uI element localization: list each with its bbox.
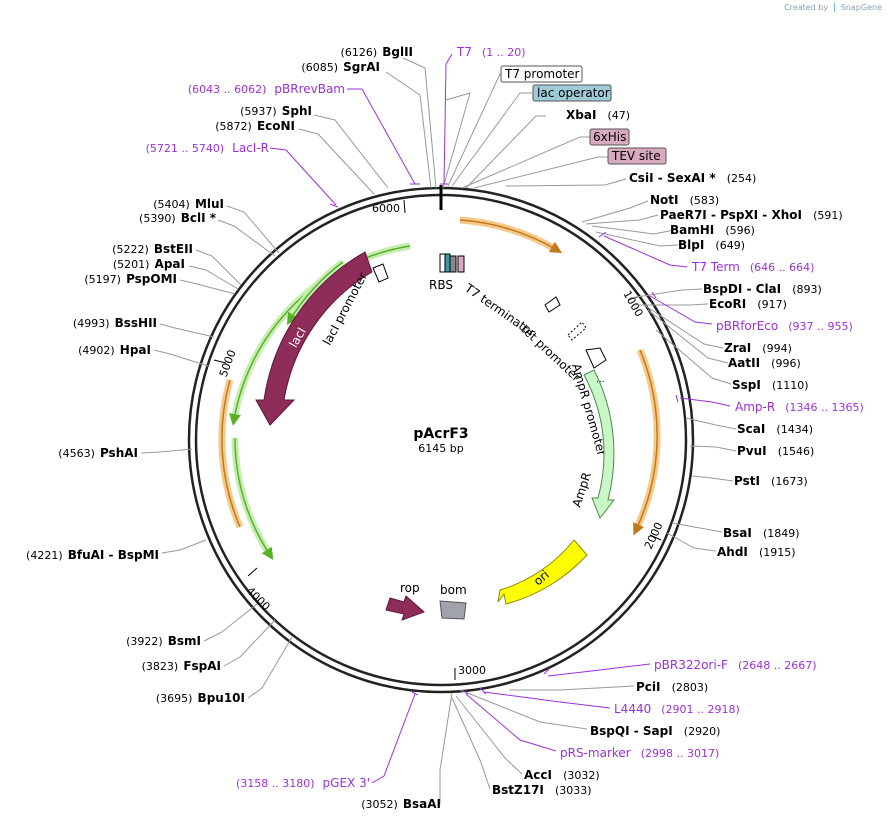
laci-feature xyxy=(255,251,373,426)
ampr-feature xyxy=(583,369,616,519)
ampr-label: AmpR xyxy=(570,470,594,508)
primer-l4440: L4440(2901 .. 2918) xyxy=(614,702,740,716)
enzyme-psti: PstI (1673) xyxy=(734,470,808,489)
his-tag-feature xyxy=(449,255,457,273)
bom-feature xyxy=(439,600,467,620)
primer-lines xyxy=(269,53,731,784)
svg-text:TEV site: TEV site xyxy=(611,149,661,163)
enzyme-pcii: PciI (2803) xyxy=(636,676,708,695)
brand-logo-text: SnapGene xyxy=(840,3,882,12)
rop-feature xyxy=(385,595,425,621)
svg-text:lac operator: lac operator xyxy=(537,86,610,100)
brand-created-by: Created by xyxy=(784,3,829,12)
primer-laci-r: (5721 .. 5740)LacI-R xyxy=(146,141,269,155)
tev-feature xyxy=(457,255,465,273)
snapgene-logo-icon: ❘ xyxy=(830,3,839,13)
enzyme-bpu10i: (3695) Bpu10I xyxy=(156,687,245,706)
primer-amp-r: Amp-R(1346 .. 1365) xyxy=(735,400,864,414)
enzyme-hpai: (4902) HpaI xyxy=(78,339,151,358)
primer-labels: T7(1 .. 20) (6043 .. 6062)pBRrevBam (572… xyxy=(146,45,864,790)
enzyme-bfuai: (4221) BfuAI - BspMI xyxy=(26,544,159,563)
enzyme-econi: (5872) EcoNI xyxy=(215,115,295,134)
tick-label-3000: 3000 xyxy=(458,664,486,677)
laci-promoter-icon xyxy=(372,263,389,283)
rbs-label: RBS xyxy=(429,278,453,292)
enzyme-bspqi: BspQI - SapI (2920) xyxy=(590,720,720,739)
enzyme-ahdi: AhdI (1915) xyxy=(717,541,796,560)
enzyme-sspi: SspI (1110) xyxy=(732,374,809,393)
box-tev-site: TEV site xyxy=(607,147,667,165)
enzyme-acci: AccI (3032) xyxy=(524,764,600,783)
box-t7-promoter: T7 promoter xyxy=(500,65,583,83)
enzyme-bsaai: (3052) BsaAI xyxy=(361,793,441,812)
primer-pbrrevbam: (6043 .. 6062)pBRrevBam xyxy=(188,82,345,96)
snapgene-brand: Created by ❘ SnapGene xyxy=(784,3,882,13)
connector-lines xyxy=(140,57,737,804)
enzyme-xbai: XbaI (47) xyxy=(566,104,630,123)
primer-prs-marker: pRS-marker(2998 .. 3017) xyxy=(560,746,719,760)
tet-promoter-icon xyxy=(567,321,587,341)
t7-terminator-icon xyxy=(544,296,561,313)
ori-feature xyxy=(497,539,588,605)
rbs-feature xyxy=(439,253,446,273)
primer-t7: T7(1 .. 20) xyxy=(456,45,526,59)
plasmid-name: pAcrF3 xyxy=(413,426,468,442)
ampr-ellipsis: ... xyxy=(596,375,605,385)
enzyme-sphi: (5937) SphI xyxy=(240,100,312,119)
enzyme-pvui: PvuI (1546) xyxy=(737,440,814,459)
tick-label-1000: 1000 xyxy=(620,288,645,319)
enzyme-scai: ScaI (1434) xyxy=(737,418,813,437)
enzyme-bspdi: BspDI - ClaI (893) xyxy=(703,278,822,297)
enzyme-bsai: BsaI (1849) xyxy=(723,522,800,541)
enzyme-csii: CsiI - SexAI * (254) xyxy=(629,167,756,186)
enzyme-paer7i: PaeR7I - PspXI - XhoI (591) xyxy=(660,204,843,223)
bom-label: bom xyxy=(440,583,467,597)
enzyme-bsshii: (4993) BssHII xyxy=(73,312,157,331)
tick-label-6000: 6000 xyxy=(372,202,400,215)
enzyme-bstz17i: BstZ17I (3033) xyxy=(492,779,592,798)
enzyme-fspai: (3823) FspAI xyxy=(142,655,221,674)
enzyme-sgrai: (6085) SgrAI xyxy=(301,56,380,75)
enzyme-bcli: (5390) BclI * xyxy=(139,207,217,226)
tick-label-4000: 4000 xyxy=(244,584,273,613)
svg-text:T7 promoter: T7 promoter xyxy=(504,67,580,81)
enzyme-bglii: (6126) BglII xyxy=(341,41,413,60)
enzyme-mlui: (5404) MluI xyxy=(153,193,224,212)
ampr-promoter-icon xyxy=(585,347,607,369)
svg-text:6xHis: 6xHis xyxy=(593,130,626,144)
enzyme-zrai: ZraI (994) xyxy=(724,337,792,356)
primer-pgex-3: (3158 .. 3180)pGEX 3' xyxy=(236,776,370,790)
orf-arc-top xyxy=(459,216,559,254)
enzyme-apai: (5201) ApaI xyxy=(113,253,185,272)
box-lac-operator: lac operator xyxy=(532,84,612,102)
enzyme-ecori: EcoRI (917) xyxy=(709,293,787,312)
enzyme-aatii: AatII (996) xyxy=(728,352,801,371)
enzyme-bsmi: (3922) BsmI xyxy=(126,630,201,649)
lac-operator-feature xyxy=(444,253,451,273)
primer-pbr322ori-f: pBR322ori-F(2648 .. 2667) xyxy=(654,658,817,672)
rop-label: rop xyxy=(400,581,420,595)
enzyme-noti: NotI (583) xyxy=(650,189,719,208)
enzyme-labels-right: XbaI (47) CsiI - SexAI * (254) NotI (583… xyxy=(492,104,843,798)
box-6xhis: 6xHis xyxy=(589,128,630,146)
plasmid-size: 6145 bp xyxy=(418,442,463,455)
enzyme-bsteii: (5222) BstEII xyxy=(112,238,193,257)
enzyme-pshai: (4563) PshAI xyxy=(58,442,138,461)
enzyme-bamhi: BamHI (596) xyxy=(670,219,755,238)
orf-arc-lower-green xyxy=(231,437,273,557)
tick-label-5000: 5000 xyxy=(217,348,239,379)
primer-pbrforeco: pBRforEco(937 .. 955) xyxy=(716,319,853,333)
enzyme-psppomi: (5197) PspOMI xyxy=(84,268,177,287)
enzyme-blpi: BlpI (649) xyxy=(678,234,745,253)
enzyme-labels-left: (6126) BglII (6085) SgrAI (5937) SphI (5… xyxy=(26,41,441,812)
primer-t7-term: T7 Term(646 .. 664) xyxy=(691,260,814,274)
